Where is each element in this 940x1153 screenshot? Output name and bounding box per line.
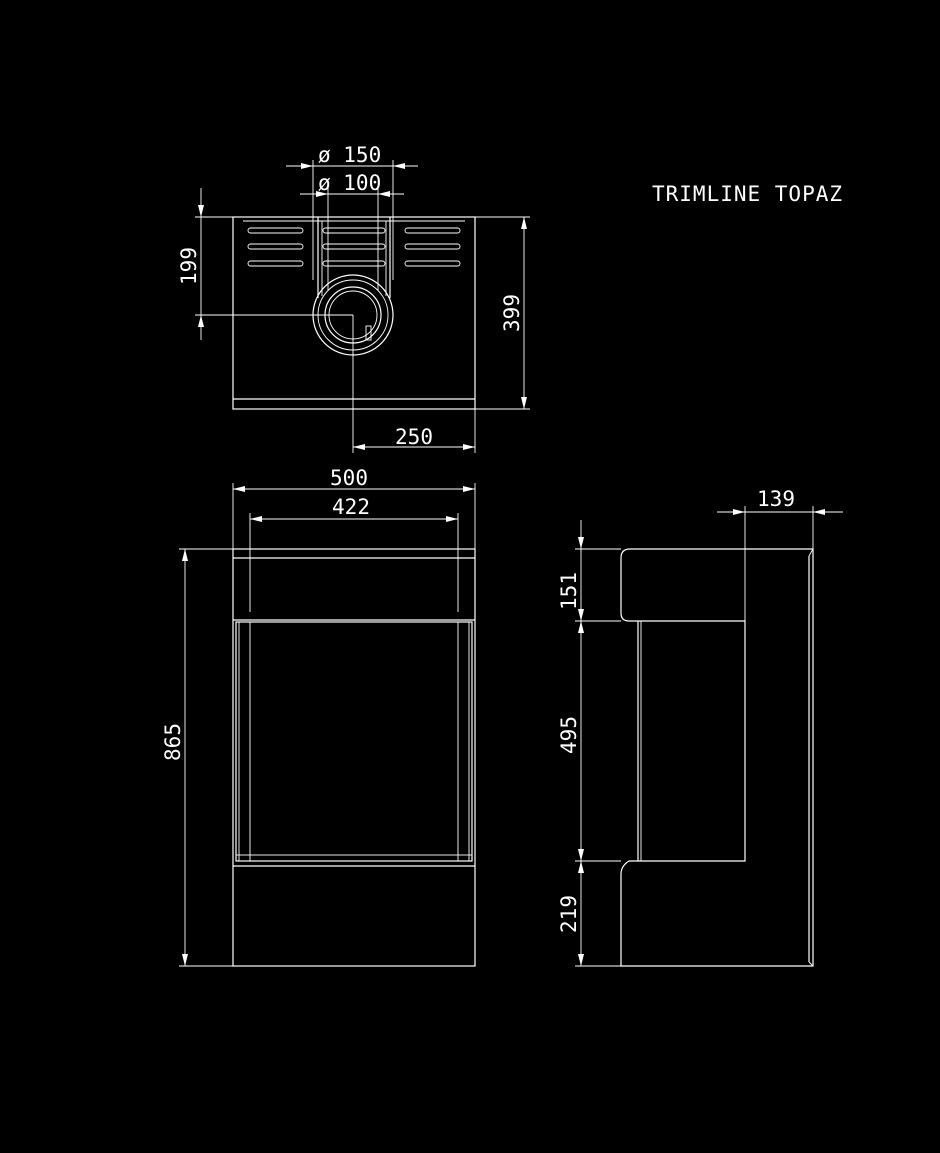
height-label: 865 (161, 723, 185, 761)
vent-slots-left (247, 227, 304, 267)
fire-window (235, 621, 473, 862)
base-height-label: 219 (557, 895, 581, 933)
top-view-dimensions: ø 150 ø 100 199 399 250 (177, 143, 530, 453)
top-view (232, 216, 476, 410)
vent-slots-middle (322, 227, 386, 267)
side-view-dimensions: 139 151 495 219 (557, 487, 843, 967)
top-height-label: 151 (557, 572, 581, 610)
front-view-outline (232, 548, 476, 967)
top-view-outline (232, 216, 476, 410)
drawing-title: TRIMLINE TOPAZ (652, 182, 843, 206)
width-label: 500 (330, 466, 368, 490)
flue-width-label: 250 (395, 425, 433, 449)
window-height-label: 495 (557, 716, 581, 754)
front-view (232, 548, 476, 967)
inner-diameter-label: ø 100 (318, 171, 381, 195)
depth-label: 399 (500, 294, 524, 332)
outer-diameter-label: ø 150 (318, 143, 381, 167)
flue-channel-inner (321, 221, 387, 296)
vent-slots-right (404, 227, 461, 267)
inner-width-label: 422 (332, 495, 370, 519)
side-view-outline (620, 548, 814, 967)
side-view (620, 548, 814, 967)
flue-channel (317, 217, 391, 298)
flue-depth-label: 199 (177, 247, 201, 285)
front-view-dimensions: 500 422 865 (161, 466, 476, 967)
top-offset-label: 139 (757, 487, 795, 511)
